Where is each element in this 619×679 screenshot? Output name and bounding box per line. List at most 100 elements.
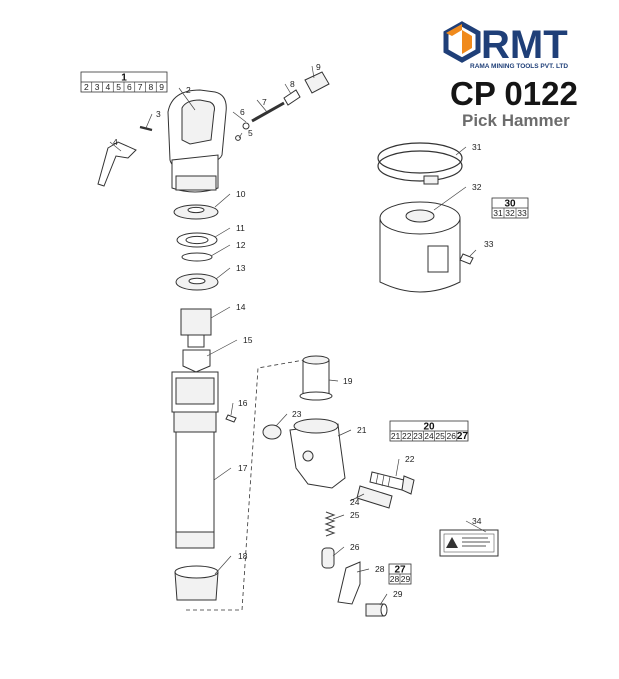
leader-line-14 xyxy=(210,306,231,319)
leader-line-18 xyxy=(214,555,232,575)
latch-pin-part xyxy=(139,125,153,132)
leader-line-26 xyxy=(332,546,345,557)
plunger-part xyxy=(321,547,335,569)
part-number-5: 5 xyxy=(248,128,253,138)
kit-1-part-6: 6 xyxy=(127,82,132,92)
part-number-12: 12 xyxy=(236,240,246,250)
leader-line-31 xyxy=(455,146,467,156)
clamp-ring-part xyxy=(377,142,463,185)
kit-1-part-2: 2 xyxy=(84,82,89,92)
ring-12-part xyxy=(181,252,213,262)
part-number-3: 3 xyxy=(156,109,161,119)
screw-part xyxy=(459,253,474,265)
latch-pin-24-part xyxy=(356,485,393,509)
kit-20-part-23: 23 xyxy=(413,431,423,441)
front-head-part xyxy=(289,418,346,489)
valve-part xyxy=(283,89,301,106)
kit-20-part-27: 27 xyxy=(457,431,469,442)
muffler-part xyxy=(379,201,461,293)
leader-line-16 xyxy=(230,402,234,416)
part-number-29: 29 xyxy=(393,589,403,599)
sleeve-part xyxy=(262,424,282,440)
part-number-10: 10 xyxy=(236,189,246,199)
part-number-6: 6 xyxy=(240,107,245,117)
pin-16-part xyxy=(225,414,237,423)
leader-line-3 xyxy=(145,113,153,129)
leader-line-17 xyxy=(213,467,232,481)
leader-line-33 xyxy=(469,249,477,257)
kit-20-part-21: 21 xyxy=(391,431,401,441)
kit-30-part-31: 31 xyxy=(493,208,503,218)
leader-line-11 xyxy=(214,227,231,238)
leader-line-13 xyxy=(215,267,231,280)
part-number-33: 33 xyxy=(484,239,494,249)
part-number-15: 15 xyxy=(243,335,253,345)
part-number-25: 25 xyxy=(350,510,360,520)
handle-part xyxy=(167,89,227,193)
kit-27-part-29: 29 xyxy=(401,574,411,584)
part-number-9: 9 xyxy=(316,62,321,72)
part-number-21: 21 xyxy=(357,425,367,435)
leader-line-25 xyxy=(332,514,345,520)
part-number-8: 8 xyxy=(290,79,295,89)
part-number-13: 13 xyxy=(236,263,246,273)
leader-line-21 xyxy=(337,429,352,437)
leader-line-24 xyxy=(349,493,365,502)
leader-line-34 xyxy=(465,520,487,533)
kit-20-part-22: 22 xyxy=(402,431,412,441)
part-number-26: 26 xyxy=(350,542,360,552)
spring-part xyxy=(324,511,336,537)
front-bushing-part xyxy=(299,355,333,401)
leader-line-7 xyxy=(256,99,268,113)
leader-line-22 xyxy=(395,458,400,477)
kit-1-part-3: 3 xyxy=(95,82,100,92)
inlet-bushing-part xyxy=(304,71,330,94)
kit-30-part-32: 32 xyxy=(505,208,515,218)
kit-1-part-5: 5 xyxy=(116,82,121,92)
part-number-24: 24 xyxy=(350,497,360,507)
part-number-7: 7 xyxy=(262,97,267,107)
kit-20-part-26: 26 xyxy=(447,431,457,441)
piston-part xyxy=(180,308,212,348)
kit-box-30-title: 30 xyxy=(504,199,516,210)
leader-line-9 xyxy=(311,65,315,79)
o-ring-part xyxy=(242,122,250,130)
leader-line-28 xyxy=(356,568,370,573)
kit-box-1-title: 1 xyxy=(121,73,127,84)
part-number-4: 4 xyxy=(113,137,118,147)
part-number-14: 14 xyxy=(236,302,246,312)
ball-part xyxy=(235,135,241,141)
part-number-18: 18 xyxy=(238,551,248,561)
kit-1-part-9: 9 xyxy=(159,82,164,92)
latch-part xyxy=(97,141,137,187)
leader-line-10 xyxy=(214,193,231,208)
part-number-19: 19 xyxy=(343,376,353,386)
valve-stem-part xyxy=(251,101,285,123)
product-title: Pick Hammer xyxy=(462,111,570,130)
part-number-23: 23 xyxy=(292,409,302,419)
kit-1-part-8: 8 xyxy=(149,82,154,92)
model-title: CP 0122 xyxy=(450,75,578,112)
warning-label-part xyxy=(439,529,499,557)
kit-1-part-4: 4 xyxy=(106,82,111,92)
kit-30-part-33: 33 xyxy=(517,208,527,218)
part-number-32: 32 xyxy=(472,182,482,192)
brand-logo: RMT RAMA MINING TOOLS PVT. LTD xyxy=(443,21,568,70)
kit-box-20-title: 20 xyxy=(423,422,435,433)
leader-line-4 xyxy=(109,141,122,152)
part-number-17: 17 xyxy=(238,463,248,473)
leader-line-6 xyxy=(232,111,247,123)
valve-block-part xyxy=(182,349,211,373)
kit-27-part-28: 28 xyxy=(390,574,400,584)
part-number-28: 28 xyxy=(375,564,385,574)
bolt-part xyxy=(369,471,415,495)
part-number-labels: 2345678910111213141516171819212223242526… xyxy=(109,62,494,606)
leader-line-19 xyxy=(328,379,339,382)
leader-line-32 xyxy=(433,186,467,211)
